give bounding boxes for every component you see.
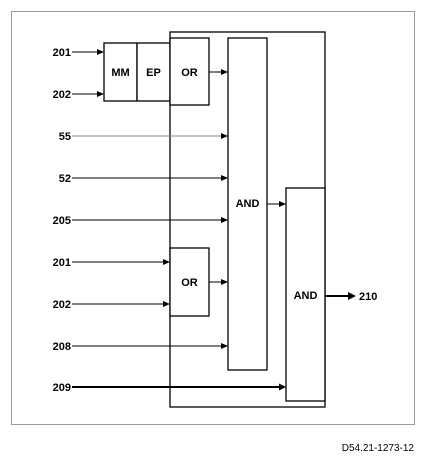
arrowhead — [221, 217, 228, 223]
input-label: 201 — [53, 47, 71, 59]
input-label: 202 — [53, 299, 71, 311]
input-label: 208 — [53, 341, 71, 353]
and-gate-main — [227, 37, 268, 371]
arrowhead — [348, 292, 356, 300]
arrowhead — [221, 343, 228, 349]
figure-frame — [11, 11, 415, 425]
and-main-label: AND — [236, 198, 260, 210]
arrowhead — [279, 383, 286, 391]
arrowhead — [221, 175, 228, 181]
input-label: 52 — [59, 173, 71, 185]
arrowhead — [97, 91, 104, 97]
input-label: 205 — [53, 215, 71, 227]
arrowhead — [221, 279, 228, 285]
mm-block — [103, 42, 138, 102]
input-label: 201 — [53, 257, 71, 269]
and-output-label: AND — [294, 290, 318, 302]
input-label: 55 — [59, 131, 71, 143]
output-label: 210 — [359, 291, 377, 303]
or-top-label: OR — [181, 67, 198, 79]
arrowhead — [97, 49, 104, 55]
arrowhead — [221, 133, 228, 139]
and-gate-output — [285, 187, 326, 402]
or-bottom-label: OR — [181, 277, 198, 289]
arrowhead — [163, 301, 170, 307]
figure-reference: D54.21-1273-12 — [342, 443, 415, 454]
mm-block-label: MM — [111, 67, 129, 79]
input-label: 209 — [53, 382, 71, 394]
or-gate-bottom — [169, 247, 210, 317]
or-gate-top — [169, 37, 210, 106]
input-label: 202 — [53, 89, 71, 101]
arrowhead — [163, 259, 170, 265]
ep-block-label: EP — [146, 67, 161, 79]
arrowhead — [221, 69, 228, 75]
arrowhead — [279, 201, 286, 207]
